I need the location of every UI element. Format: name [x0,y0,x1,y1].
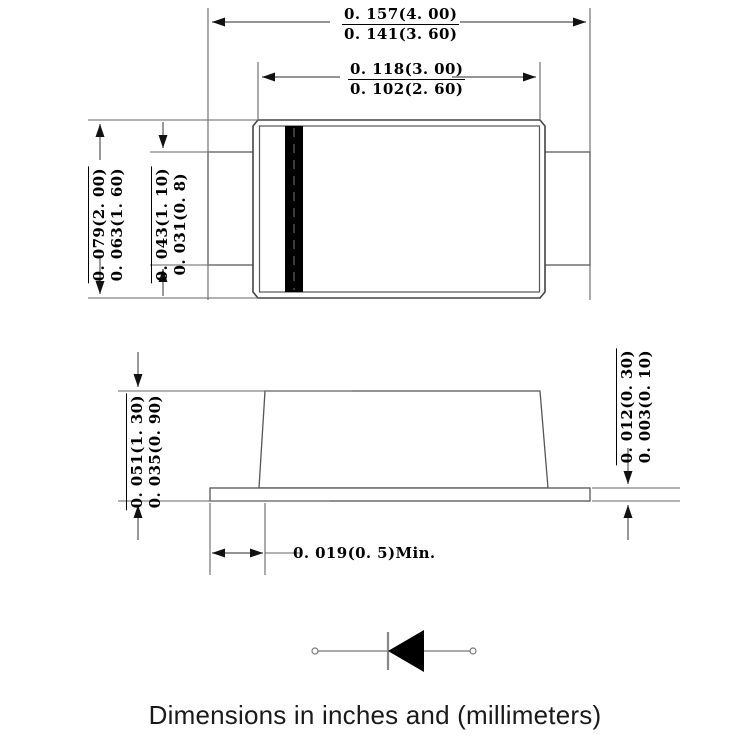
dimension-body-height-upper: 0. 051(1. 30) [126,393,146,511]
side-view-body [258,390,549,489]
dimension-lead-thickness: 0. 012(0. 30) 0. 003(0. 10) [616,348,655,466]
diode-terminal-right [469,647,477,655]
top-view-left-lead [207,151,258,266]
diode-terminal-left [311,647,319,655]
side-view-extension-lines [118,390,680,575]
dimension-overall-height: 0. 079(2. 00) 0. 063(1. 60) [88,166,127,284]
side-view-lead-strip [209,487,591,502]
drawing-caption: Dimensions in inches and (millimeters) [148,700,602,730]
dimension-lead-thickness-upper: 0. 012(0. 30) [616,348,636,466]
top-view-right-lead [540,151,591,266]
dimension-body-width-lower: 0. 102(2. 60) [350,79,464,98]
dimension-body-width-upper: 0. 118(3. 00) [348,60,466,80]
dimension-body-width: 0. 118(3. 00) 0. 102(2. 60) [348,60,466,98]
dimension-overall-width-lower: 0. 141(3. 60) [344,24,458,43]
dimension-lead-width: 0. 043(1. 10) 0. 031(0. 8) [151,166,190,284]
dimension-lead-width-upper: 0. 043(1. 10) [151,166,171,284]
top-view-geometry [207,119,591,299]
diode-schematic-symbol [311,630,477,672]
dimension-overall-height-lower: 0. 063(1. 60) [108,168,126,282]
top-view-body-inner-outline [258,125,541,293]
diode-anode-triangle [388,630,424,672]
dimension-body-height-lower: 0. 035(0. 90) [146,395,164,509]
side-view-geometry [209,390,591,502]
dimension-lead-width-lower: 0. 031(0. 8) [171,173,189,276]
top-view-extension-lines [88,8,591,300]
dimension-overall-width: 0. 157(4. 00) 0. 141(3. 60) [342,5,460,43]
dimension-body-height: 0. 051(1. 30) 0. 035(0. 90) [126,393,165,511]
dimension-overall-height-upper: 0. 079(2. 00) [88,166,108,284]
dimension-overall-width-upper: 0. 157(4. 00) [342,5,460,25]
top-view-dimension-lines [95,17,586,296]
dimension-lead-thickness-lower: 0. 003(0. 10) [636,350,654,464]
dimension-lead-foot-length: 0. 019(0. 5)Min. [293,544,436,562]
side-view-dimension-lines [133,352,633,558]
